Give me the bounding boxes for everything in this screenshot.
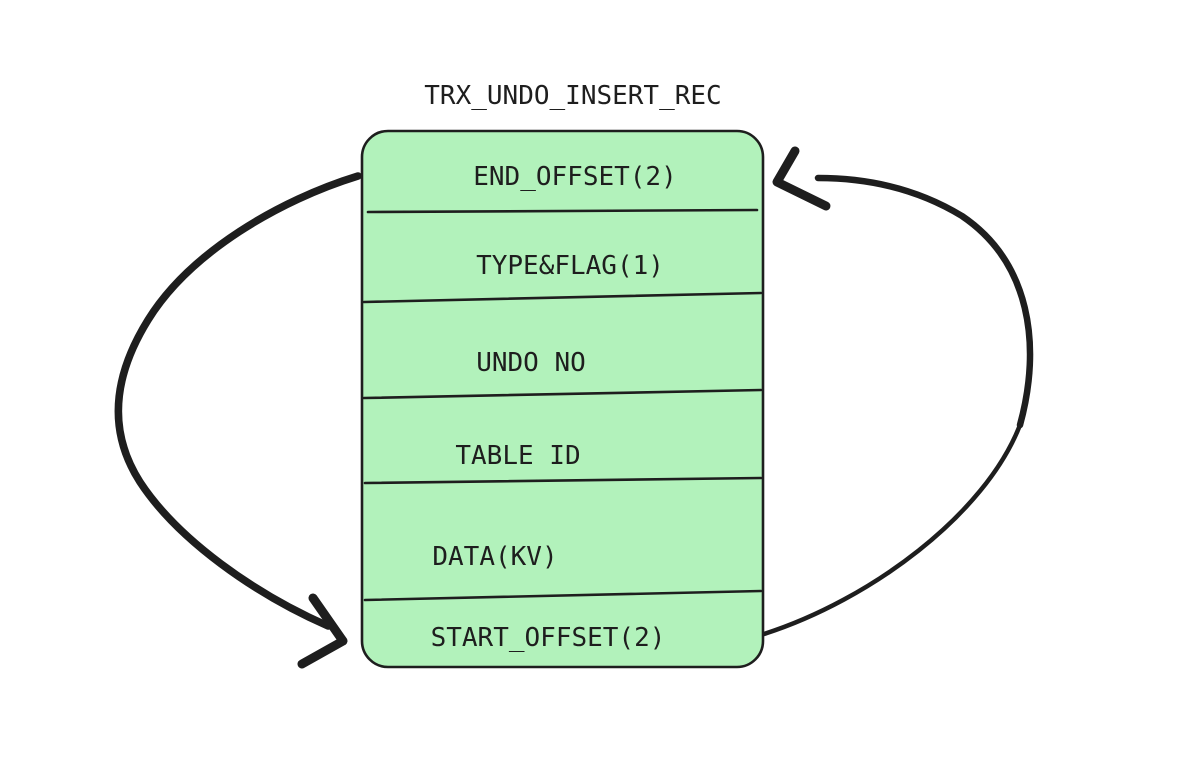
row-label-undo-no: UNDO NO xyxy=(476,348,586,378)
row-label-table-id: TABLE ID xyxy=(455,441,580,471)
right-arrowhead-icon xyxy=(772,146,831,211)
row-divider-5 xyxy=(363,589,763,602)
row-divider-2 xyxy=(362,291,763,304)
row-divider-3 xyxy=(362,388,763,400)
row-label-end-offset: END_OFFSET(2) xyxy=(473,162,677,192)
left-arrowhead-icon xyxy=(297,593,348,669)
right-loop-arrow-upper xyxy=(814,174,1034,429)
row-divider-1 xyxy=(366,208,759,214)
right-loop-arrow-lower xyxy=(761,422,1023,637)
row-label-type-flag: TYPE&FLAG(1) xyxy=(476,251,664,281)
row-label-data-kv: DATA(KV) xyxy=(432,542,557,572)
diagram-title: TRX_UNDO_INSERT_REC xyxy=(424,81,721,111)
row-label-start-offset: START_OFFSET(2) xyxy=(431,623,666,653)
record-box xyxy=(360,129,765,669)
left-loop-arrow xyxy=(114,172,362,630)
row-divider-4 xyxy=(363,476,763,485)
